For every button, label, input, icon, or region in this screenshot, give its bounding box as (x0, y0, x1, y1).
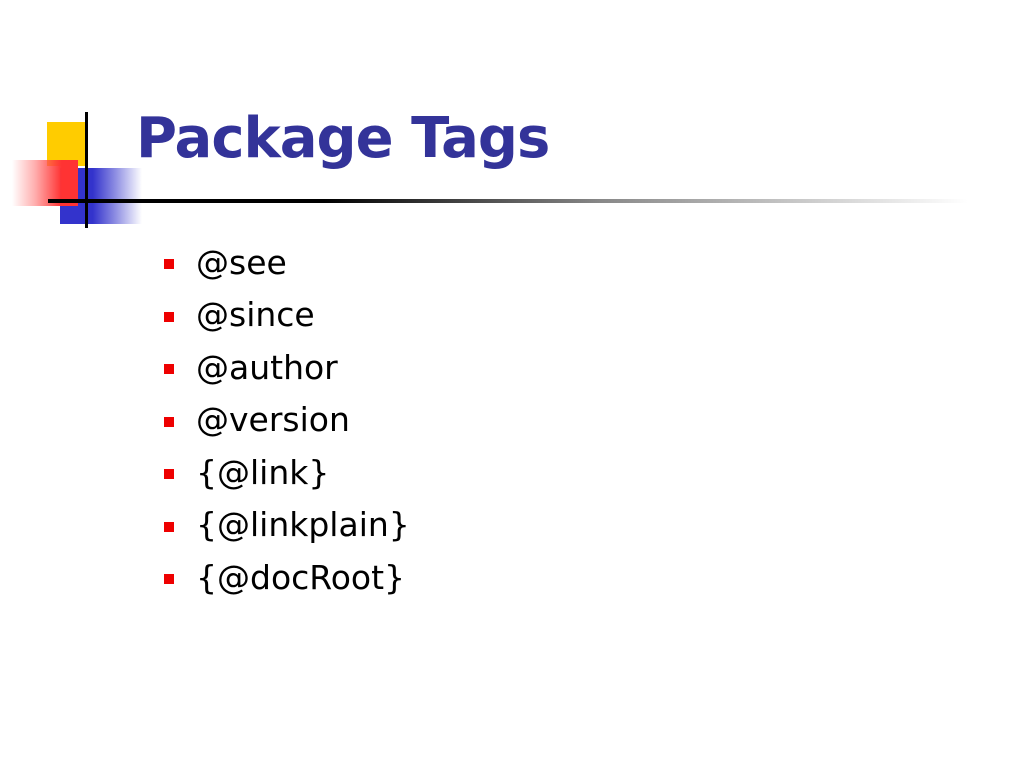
square-bullet-icon (164, 311, 174, 322)
square-bullet-icon (164, 521, 174, 532)
square-bullet-icon (164, 574, 174, 585)
square-bullet-icon (164, 416, 174, 427)
bullet-item: @since (164, 289, 410, 342)
bullet-text: {@link} (196, 452, 330, 492)
red-square-decoration (12, 160, 78, 206)
decorative-logo (0, 0, 160, 240)
slide-title: Package Tags (136, 106, 550, 171)
bullet-item: @see (164, 236, 410, 289)
bullet-text: {@linkplain} (196, 505, 410, 545)
bullet-text: @author (196, 347, 338, 387)
bullet-list: @see @since @author @version {@link} {@l… (164, 236, 410, 604)
square-bullet-icon (164, 364, 174, 375)
bullet-item: {@link} (164, 446, 410, 499)
bullet-item: {@docRoot} (164, 551, 410, 604)
vertical-rule (85, 112, 88, 228)
bullet-text: @see (196, 242, 287, 282)
bullet-item: @author (164, 341, 410, 394)
bullet-item: {@linkplain} (164, 499, 410, 552)
bullet-text: @version (196, 400, 350, 440)
bullet-text: {@docRoot} (196, 557, 406, 597)
yellow-square-decoration (47, 122, 88, 166)
bullet-text: @since (196, 295, 315, 335)
title-underline-rule (48, 199, 968, 203)
bullet-item: @version (164, 394, 410, 447)
square-bullet-icon (164, 469, 174, 480)
square-bullet-icon (164, 259, 174, 270)
